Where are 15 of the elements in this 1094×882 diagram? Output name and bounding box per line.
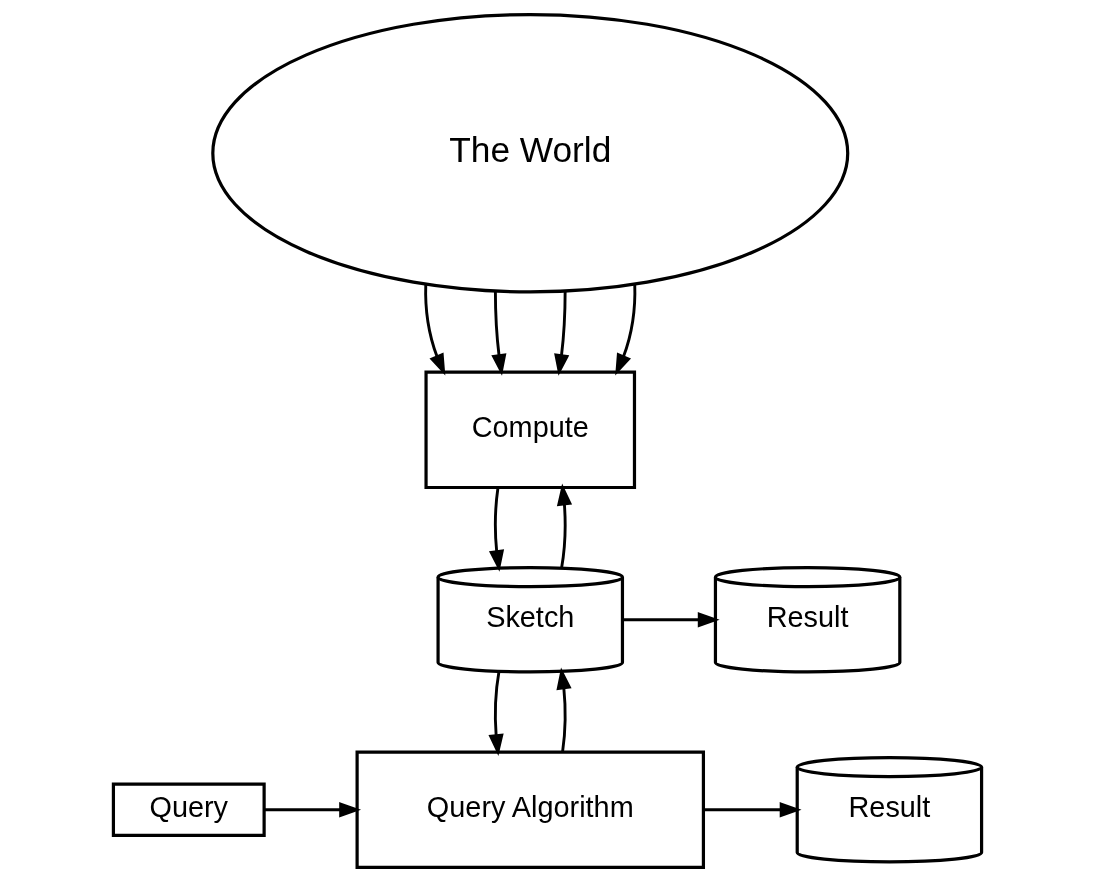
- arrow: [488, 487, 504, 572]
- arrow: [703, 802, 802, 818]
- node-box: Query: [111, 782, 266, 837]
- arrow: [487, 671, 504, 756]
- arrow: [622, 612, 720, 628]
- node-box: Compute: [423, 370, 636, 490]
- arrow: [263, 802, 361, 818]
- arrow: [614, 284, 636, 376]
- node-ellipse: The World: [210, 12, 849, 294]
- arrow: [553, 291, 569, 376]
- arrow: [490, 291, 506, 376]
- arrow: [555, 667, 572, 752]
- node-box: Query Algorithm: [355, 750, 705, 870]
- arrow: [556, 483, 572, 568]
- arrow: [423, 284, 445, 376]
